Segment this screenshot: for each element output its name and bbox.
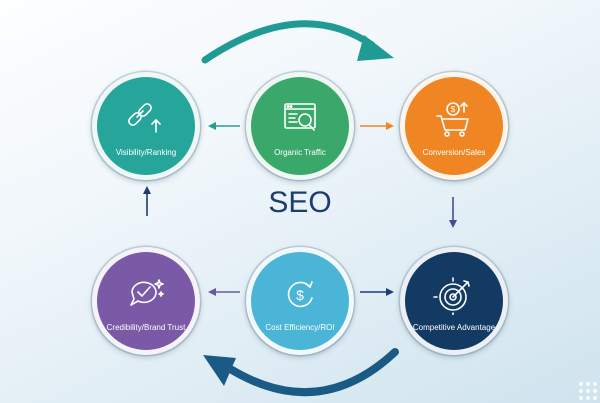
corner-dots-decoration [579, 382, 597, 400]
bottom-curved-arrowhead [203, 355, 236, 386]
node-label: Competitive Advantage [412, 323, 496, 332]
speech-bubble-check-icon [130, 279, 164, 306]
node-conversion-sales: $ Conversion/Sales [400, 72, 508, 180]
node-label: Cost Efficiency/ROI [265, 323, 335, 332]
svg-text:$: $ [296, 287, 304, 303]
node-cost-efficiency-roi: $ Cost Efficiency/ROI [246, 247, 354, 355]
seo-title: SEO [268, 186, 332, 219]
node-competitive-advantage: Competitive Advantage [400, 247, 508, 355]
svg-text:$: $ [451, 105, 456, 114]
node-label: Organic Traffic [274, 148, 326, 157]
browser-search-icon [284, 103, 316, 131]
node-label: Visibility/Ranking [115, 148, 177, 157]
dollar-cycle-icon: $ [287, 281, 313, 308]
node-label: Conversion/Sales [422, 148, 486, 157]
node-label: Credibility/Brand Trust [106, 323, 186, 332]
bottom-curved-arrow [228, 348, 399, 397]
top-curved-arrowhead [357, 35, 394, 61]
node-organic-traffic: Organic Traffic [246, 72, 354, 180]
target-arrow-icon [433, 277, 470, 315]
shopping-cart-dollar-icon: $ [436, 102, 469, 137]
node-credibility-brand-trust: Credibility/Brand Trust [92, 247, 200, 355]
top-curved-arrow [201, 20, 376, 64]
node-visibility-ranking: Visibility/Ranking [92, 72, 200, 180]
chain-link-arrow-up-icon [128, 103, 161, 133]
